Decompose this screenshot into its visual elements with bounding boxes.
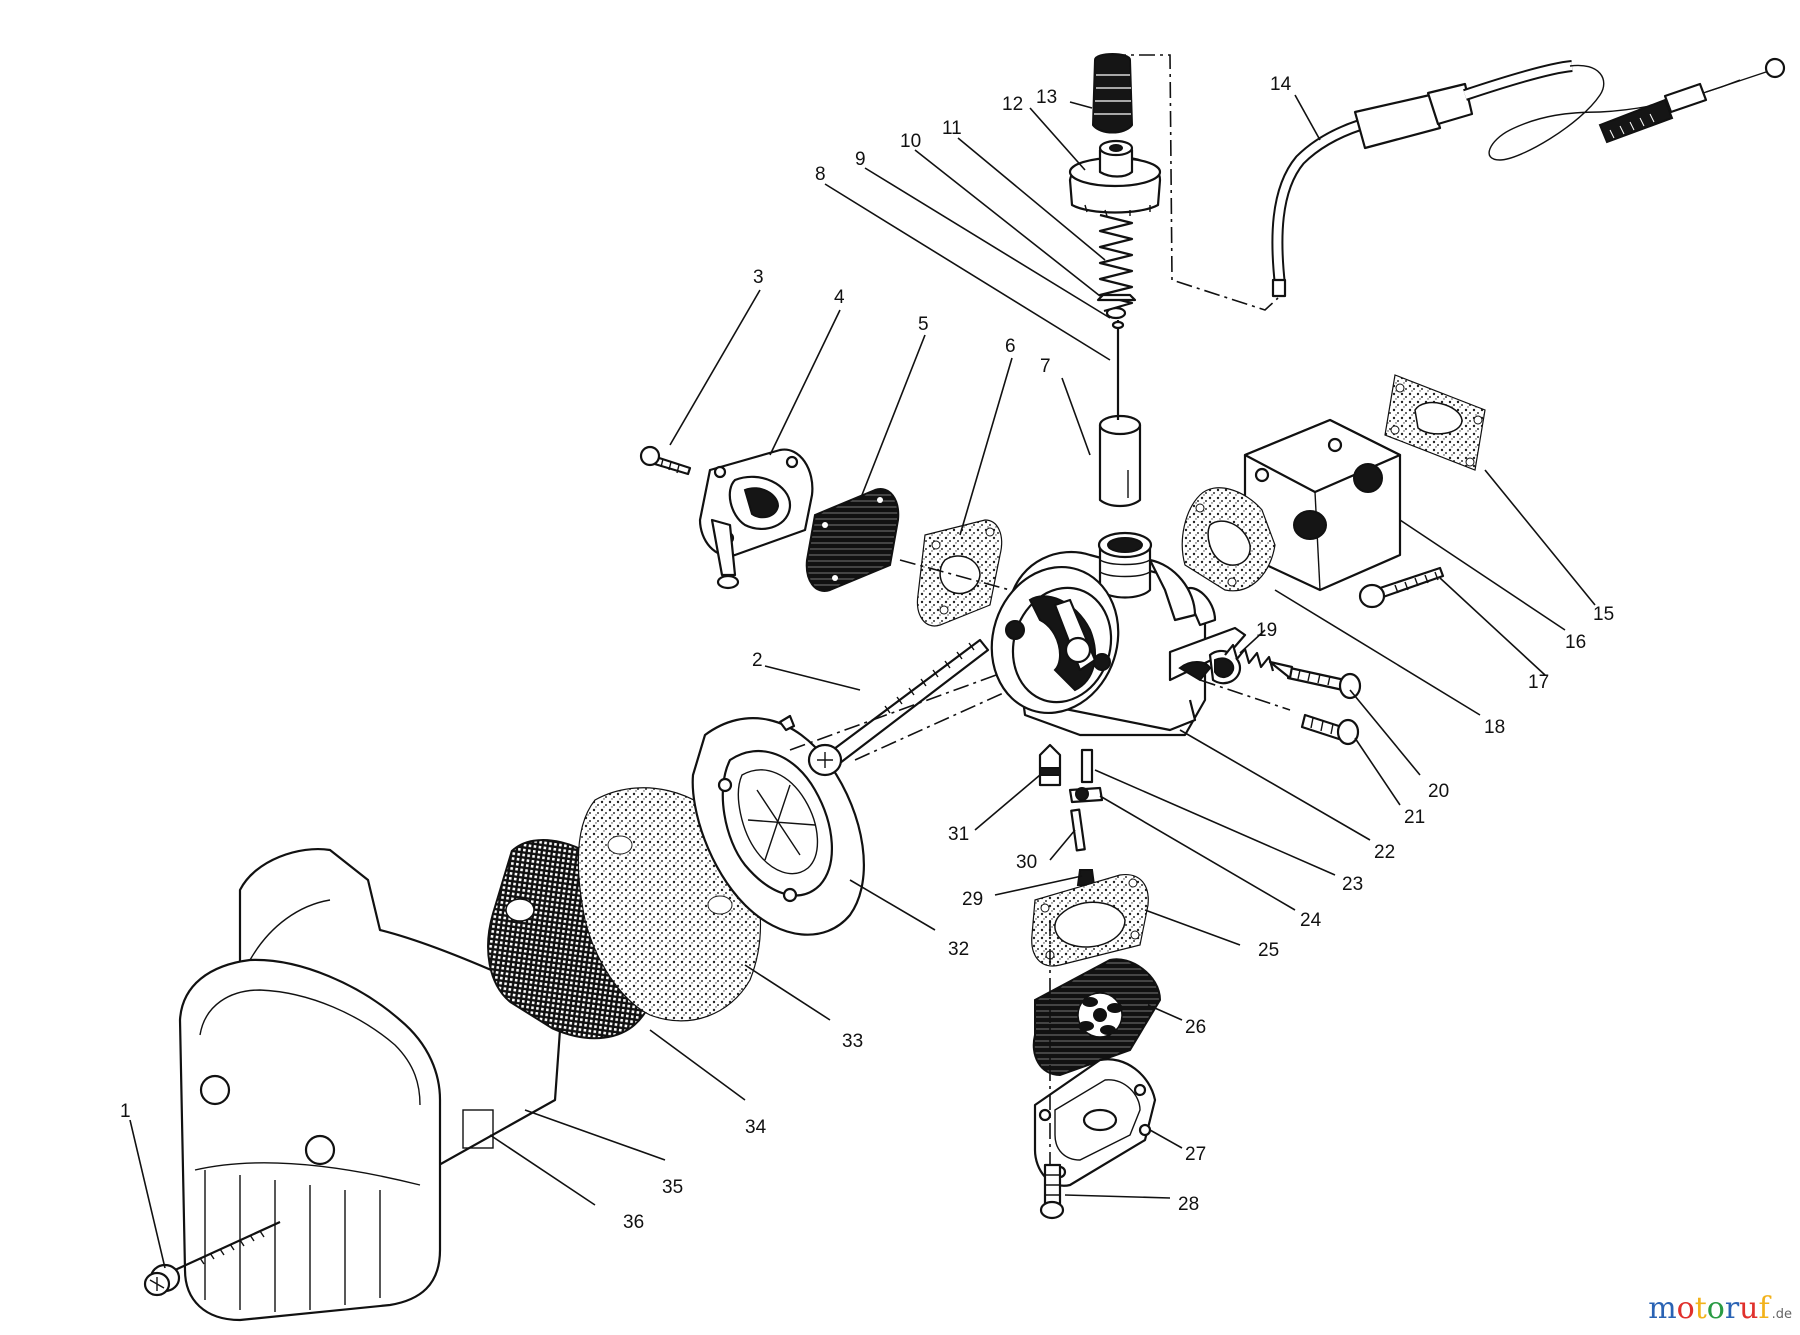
cable-boot (1091, 53, 1134, 134)
callout-25: 25 (1258, 940, 1279, 961)
callout-16: 16 (1565, 632, 1586, 653)
cover-label-decal (462, 1109, 494, 1149)
callout-3: 3 (753, 267, 764, 288)
callout-22: 22 (1374, 842, 1395, 863)
metering-gasket (1031, 874, 1149, 967)
callout-36: 36 (623, 1212, 644, 1233)
inlet-control-lever (1068, 786, 1104, 804)
callout-20: 20 (1428, 781, 1449, 802)
callout-1: 1 (120, 1101, 131, 1122)
throttle-cable (1271, 57, 1786, 298)
pump-diaphragm (805, 488, 900, 592)
callout-26: 26 (1185, 1017, 1206, 1038)
callout-leaders (129, 94, 1596, 1269)
part-number-labels: 1 2 3 4 5 6 7 8 9 10 11 12 13 14 15 16 1… (120, 74, 1614, 1233)
callout-32: 32 (948, 939, 969, 960)
insulator-mounting-screw (1358, 566, 1445, 609)
callout-18: 18 (1484, 717, 1505, 738)
callout-28: 28 (1178, 1194, 1199, 1215)
idle-screw-spring (1224, 643, 1275, 672)
motoruf-watermark-logo: motoruf.de (1648, 1291, 1792, 1326)
carburetor-flange-gasket (1181, 487, 1276, 592)
callout-30: 30 (1016, 852, 1037, 873)
callout-9: 9 (855, 149, 866, 170)
callout-21: 21 (1404, 807, 1425, 828)
cable-routing-line (1110, 54, 1279, 311)
callout-10: 10 (900, 131, 921, 152)
inlet-needle-valve (1038, 743, 1062, 787)
assembly-line (789, 669, 1011, 751)
callout-31: 31 (948, 824, 969, 845)
cover-screw (143, 1220, 281, 1297)
callout-34: 34 (745, 1117, 767, 1138)
callout-19: 19 (1256, 620, 1277, 641)
callout-24: 24 (1300, 910, 1322, 931)
callout-14: 14 (1270, 74, 1292, 95)
assembly-line (1199, 679, 1291, 711)
callout-2: 2 (752, 650, 763, 671)
metering-cover-screw (1039, 1163, 1065, 1220)
callout-11: 11 (942, 118, 962, 139)
callout-12: 12 (1002, 94, 1023, 115)
watermark-text: motoruf.de (1648, 1291, 1792, 1326)
lever-pin (1070, 808, 1086, 852)
callout-23: 23 (1342, 874, 1363, 895)
callout-35: 35 (662, 1177, 683, 1198)
callout-27: 27 (1185, 1144, 1206, 1165)
callout-8: 8 (815, 164, 826, 185)
idle-speed-screw (1300, 713, 1360, 746)
fuel-pump-cover (698, 448, 814, 590)
idle-mixture-screw (1268, 660, 1362, 700)
pump-gasket (916, 519, 1003, 627)
callout-7: 7 (1040, 356, 1051, 377)
carburetor-top-cap (1068, 139, 1162, 217)
callout-15: 15 (1593, 604, 1614, 625)
intake-insulator-block (1243, 418, 1402, 592)
insulator-outer-gasket (1384, 374, 1486, 471)
metering-diaphragm (1032, 958, 1162, 1077)
air-filter-cover (178, 848, 562, 1322)
carburetor-body (990, 531, 1247, 737)
callout-5: 5 (918, 314, 929, 335)
throttle-slide (1098, 414, 1142, 508)
pump-cover-screw (639, 445, 692, 476)
callout-29: 29 (962, 889, 983, 910)
carburetor-mounting-bolt (807, 638, 990, 777)
spring-retainer (1096, 293, 1137, 302)
callout-33: 33 (842, 1031, 863, 1052)
main-jet-pin (1080, 748, 1094, 784)
jet-needle (1111, 320, 1125, 420)
callout-6: 6 (1005, 336, 1016, 357)
callout-4: 4 (834, 287, 845, 308)
callout-17: 17 (1528, 672, 1549, 693)
assembly-line (899, 559, 1011, 591)
callout-13: 13 (1036, 87, 1057, 108)
